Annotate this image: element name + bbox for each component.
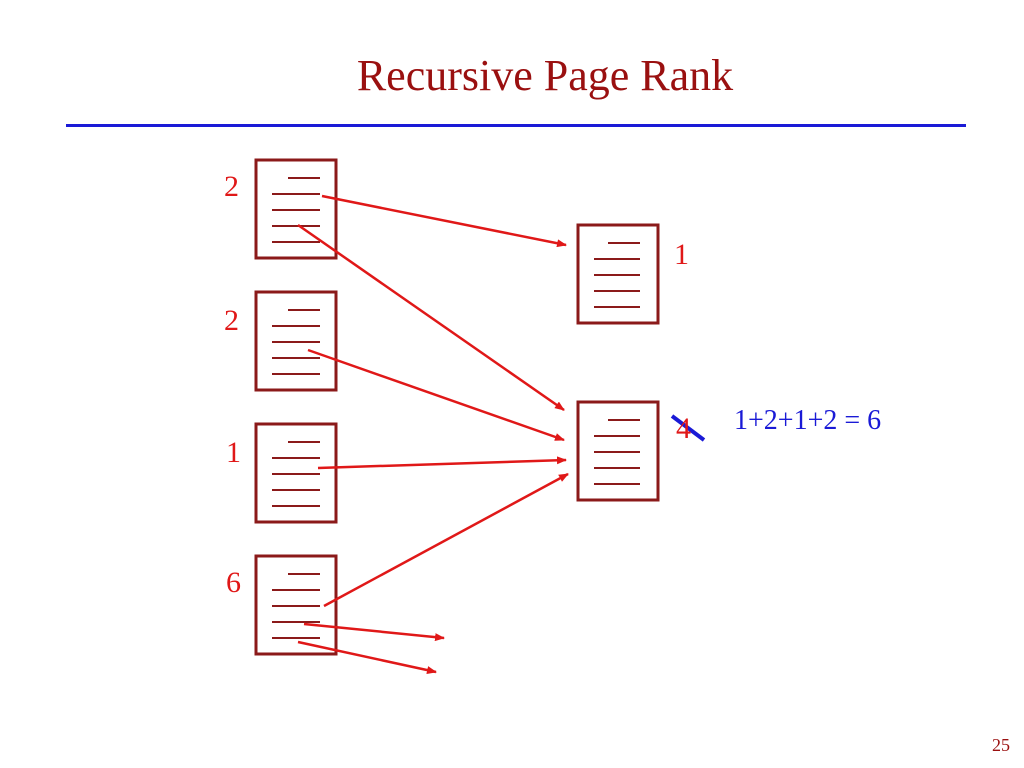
link-arrow-1-to-top — [321, 194, 567, 248]
rank-label-left-4: 6 — [226, 566, 241, 599]
link-arrow-4-out-a — [303, 622, 445, 642]
page-right-mid — [576, 400, 660, 502]
link-arrow-4-to-mid — [323, 472, 569, 608]
slide-number: 25 — [992, 735, 1010, 755]
rank-label-left-2: 2 — [224, 304, 239, 337]
rank-label-right-top: 1 — [674, 238, 689, 271]
page-left-3 — [254, 422, 338, 524]
rank-label-left-3: 1 — [226, 436, 241, 469]
rank-label-right-mid-old: 4 — [676, 412, 691, 445]
rank-label-left-1: 2 — [224, 170, 239, 203]
link-arrow-1-to-mid — [297, 223, 565, 412]
link-arrow-2-to-mid — [307, 348, 565, 442]
title-underline — [66, 124, 966, 127]
link-arrow-3-to-mid — [317, 456, 567, 470]
page-left-4 — [254, 554, 338, 656]
page-right-top — [576, 223, 660, 325]
link-arrow-4-out-b — [297, 640, 437, 674]
rank-formula: 1+2+1+2 = 6 — [734, 405, 882, 436]
page-left-2 — [254, 290, 338, 392]
strike-mark — [670, 414, 706, 442]
slide-title: Recursive Page Rank — [356, 51, 734, 100]
